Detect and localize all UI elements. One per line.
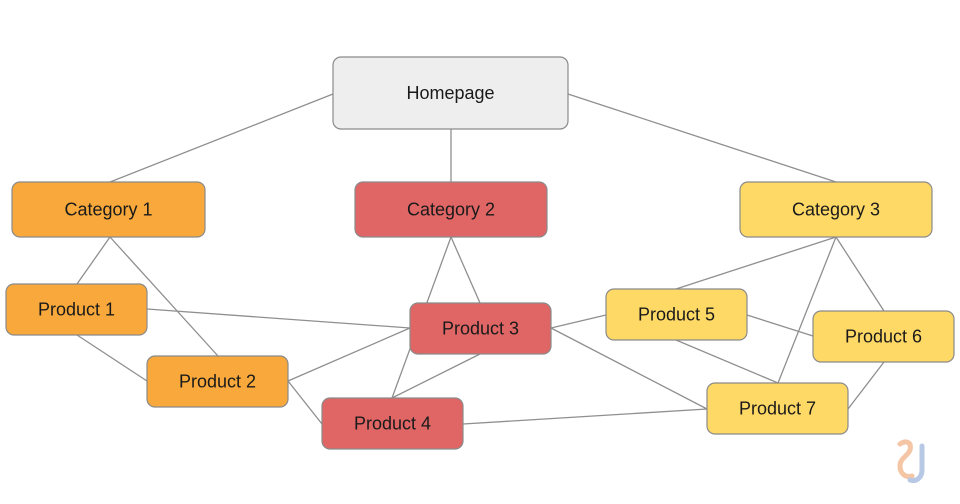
node-homepage: Homepage [332, 56, 569, 130]
edge-product-3-to-product-5 [550, 314, 607, 329]
node-box-product-2 [146, 355, 289, 408]
node-label-product-7: Product 7 [739, 399, 816, 419]
node-label-product-2: Product 2 [179, 372, 256, 392]
node-product-6: Product 6 [812, 310, 955, 363]
edge-product-3-to-product-4 [391, 353, 481, 399]
edge-homepage-to-category-3 [567, 93, 837, 183]
node-category-3: Category 3 [739, 181, 933, 238]
node-label-category-2: Category 2 [407, 200, 495, 220]
node-box-product-6 [812, 310, 955, 363]
node-label-product-6: Product 6 [845, 327, 922, 347]
edge-category-1-to-product-1 [76, 236, 111, 285]
brand-logo-icon [897, 439, 925, 483]
node-label-product-5: Product 5 [638, 305, 715, 325]
node-box-product-5 [605, 288, 748, 341]
node-product-1: Product 1 [5, 283, 148, 336]
edge-product-4-to-product-7 [462, 408, 708, 425]
node-product-2: Product 2 [146, 355, 289, 408]
node-box-homepage [332, 56, 569, 130]
node-label-product-3: Product 3 [442, 319, 519, 339]
edge-product-2-to-product-3 [287, 327, 411, 382]
edge-category-3-to-product-5 [675, 236, 837, 290]
node-category-1: Category 1 [11, 181, 206, 238]
node-product-7: Product 7 [706, 382, 849, 435]
node-label-category-1: Category 1 [64, 200, 152, 220]
edge-category-3-to-product-7 [777, 236, 837, 384]
edge-product-3-to-product-7 [550, 327, 708, 410]
node-box-product-4 [321, 397, 464, 450]
edge-category-2-to-product-3 [450, 236, 481, 304]
edge-product-1-to-product-2 [76, 334, 148, 382]
edge-category-3-to-product-6 [835, 236, 885, 312]
edge-product-2-to-product-4 [287, 380, 323, 425]
node-product-3: Product 3 [409, 302, 552, 355]
edges-layer [76, 93, 885, 425]
edge-product-5-to-product-7 [675, 339, 779, 384]
node-label-product-4: Product 4 [354, 414, 431, 434]
node-label-category-3: Category 3 [792, 200, 880, 220]
node-label-homepage: Homepage [406, 83, 494, 103]
node-box-product-7 [706, 382, 849, 435]
node-product-4: Product 4 [321, 397, 464, 450]
edge-product-6-to-product-7 [847, 361, 885, 410]
edge-homepage-to-category-1 [109, 93, 334, 183]
edge-product-5-to-product-6 [746, 314, 814, 337]
node-category-2: Category 2 [354, 181, 548, 238]
node-label-product-1: Product 1 [38, 300, 115, 320]
node-box-product-3 [409, 302, 552, 355]
edge-category-1-to-product-2 [109, 236, 219, 357]
node-box-category-2 [354, 181, 548, 238]
edge-product-1-to-product-3 [146, 308, 411, 329]
node-box-category-1 [11, 181, 206, 238]
node-product-5: Product 5 [605, 288, 748, 341]
node-box-product-1 [5, 283, 148, 336]
node-box-category-3 [739, 181, 933, 238]
